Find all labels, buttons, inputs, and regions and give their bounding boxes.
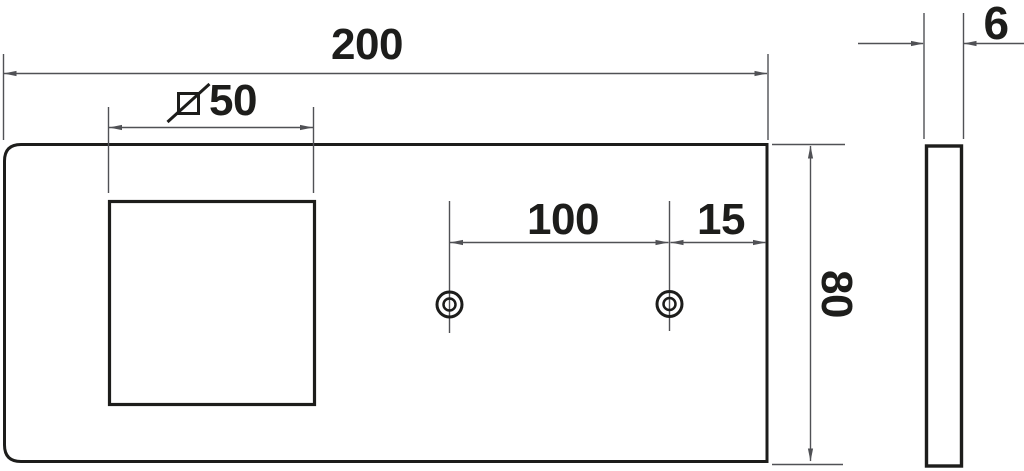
hole-left-inner-circle xyxy=(442,297,457,312)
hole-spacing-label: 100 xyxy=(527,195,599,244)
arrowhead-right-icon xyxy=(300,124,313,131)
hole-right-outer-circle xyxy=(655,290,684,318)
symbol-slash xyxy=(166,82,211,124)
overall-width-label: 200 xyxy=(331,20,403,69)
arrowhead-up-icon xyxy=(807,145,814,159)
side-profile-outline xyxy=(924,144,964,468)
dimension-overall-width: 200 xyxy=(2,20,769,140)
hole-right xyxy=(655,201,684,331)
dimension-overall-height: 80 xyxy=(772,143,861,466)
overall-height-label: 80 xyxy=(812,270,861,318)
arrowhead-left-icon xyxy=(3,70,17,77)
cutout-size-label: 50 xyxy=(209,76,257,125)
square-section-symbol-icon xyxy=(166,82,211,124)
hole-left-outer-circle xyxy=(435,290,464,319)
arrowhead-right-icon xyxy=(754,70,768,77)
arrowhead-down-icon xyxy=(807,448,814,462)
front-view xyxy=(3,143,769,463)
arrowhead-left-icon xyxy=(963,40,977,47)
symbol-square xyxy=(177,92,200,115)
thickness-label: 6 xyxy=(983,0,1008,49)
dimension-hole-to-edge: 15 xyxy=(670,195,766,246)
arrowhead-left-icon xyxy=(109,124,122,131)
arrowhead-left-icon xyxy=(670,239,684,246)
side-view xyxy=(924,144,964,468)
arrowhead-right-icon xyxy=(911,40,924,47)
dimension-cutout: 50 xyxy=(107,76,315,193)
square-cutout xyxy=(107,199,317,407)
hole-to-edge-label: 15 xyxy=(697,195,745,244)
hole-left xyxy=(435,201,464,333)
arrowhead-right-icon xyxy=(655,239,669,246)
arrowhead-right-icon xyxy=(753,239,766,246)
dimension-hole-spacing: 100 xyxy=(450,195,669,246)
hole-right-inner-circle xyxy=(662,296,677,312)
arrowhead-left-icon xyxy=(450,239,463,246)
dimension-thickness: 6 xyxy=(858,0,1024,139)
